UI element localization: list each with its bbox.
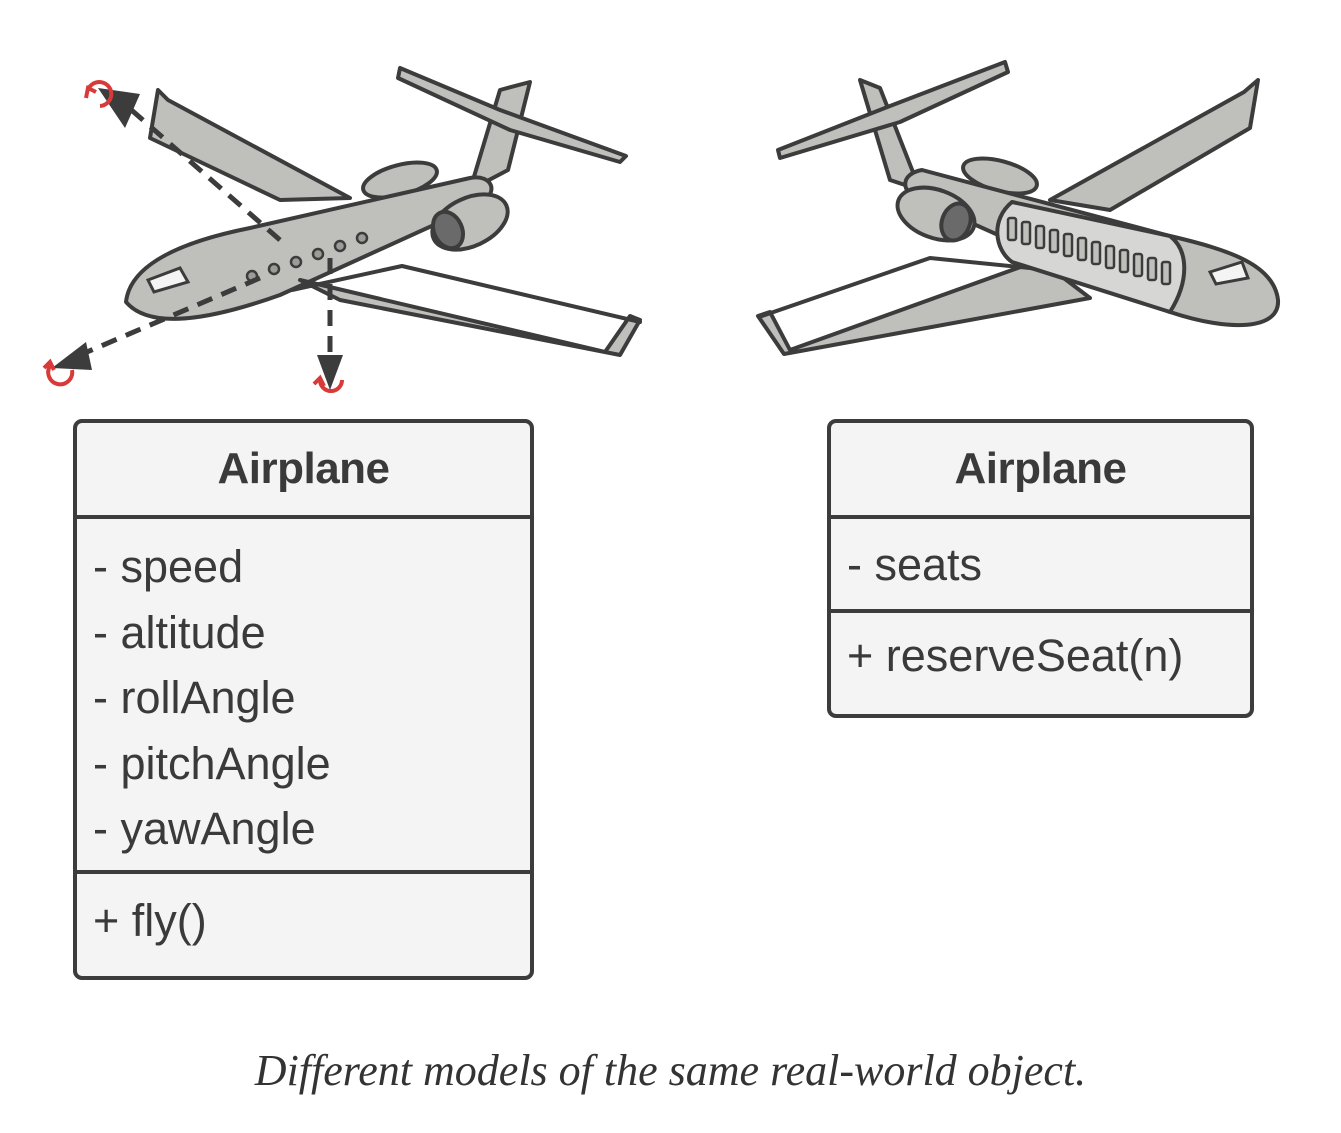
fuselage (124, 175, 494, 321)
airplane-passenger-illustration (756, 60, 1281, 356)
operation-fly: + fly() (93, 895, 207, 946)
operations-section: + fly() (77, 874, 530, 976)
airplane-flight-illustration (42, 66, 642, 393)
pitch-arrow (317, 355, 343, 390)
far-wing (1048, 78, 1260, 212)
uml-class-airplane-passenger: Airplane - seats + reserveSeat(n) (827, 419, 1254, 718)
cockpit-windows (1207, 260, 1251, 286)
attributes-section: - seats (831, 519, 1250, 609)
stabilizer (396, 66, 628, 164)
near-wing (756, 258, 1092, 356)
figure-caption: Different models of the same real-world … (254, 1046, 1087, 1095)
operation-reserve-seat: + reserveSeat(n) (847, 630, 1184, 681)
attribute-pitch-angle: - pitchAngle (93, 737, 331, 789)
attribute-altitude: - altitude (93, 606, 266, 658)
stabilizer (776, 60, 1010, 160)
attribute-yaw-angle: - yawAngle (93, 803, 316, 854)
attributes-section: - speed - altitude - rollAngle - pitchAn… (77, 519, 530, 870)
attribute-speed: - speed (93, 541, 244, 592)
passenger-seats (1006, 216, 1172, 286)
roll-arrow (98, 88, 140, 128)
far-wing (148, 88, 352, 202)
class-name: Airplane (77, 423, 530, 515)
cockpit-windows (145, 266, 191, 294)
tail-fin (468, 80, 532, 192)
rotation-markers (42, 80, 344, 393)
yaw-arrow (52, 342, 92, 370)
roll-axis (118, 98, 282, 242)
class-name: Airplane (831, 423, 1250, 515)
yaw-axis (79, 275, 261, 358)
attribute-roll-angle: - rollAngle (93, 672, 296, 723)
uml-class-airplane-flight: Airplane - speed - altitude - rollAngle … (73, 419, 534, 980)
operations-section: + reserveSeat(n) (831, 613, 1250, 714)
attribute-seats: - seats (847, 539, 983, 590)
near-wing (298, 278, 642, 357)
